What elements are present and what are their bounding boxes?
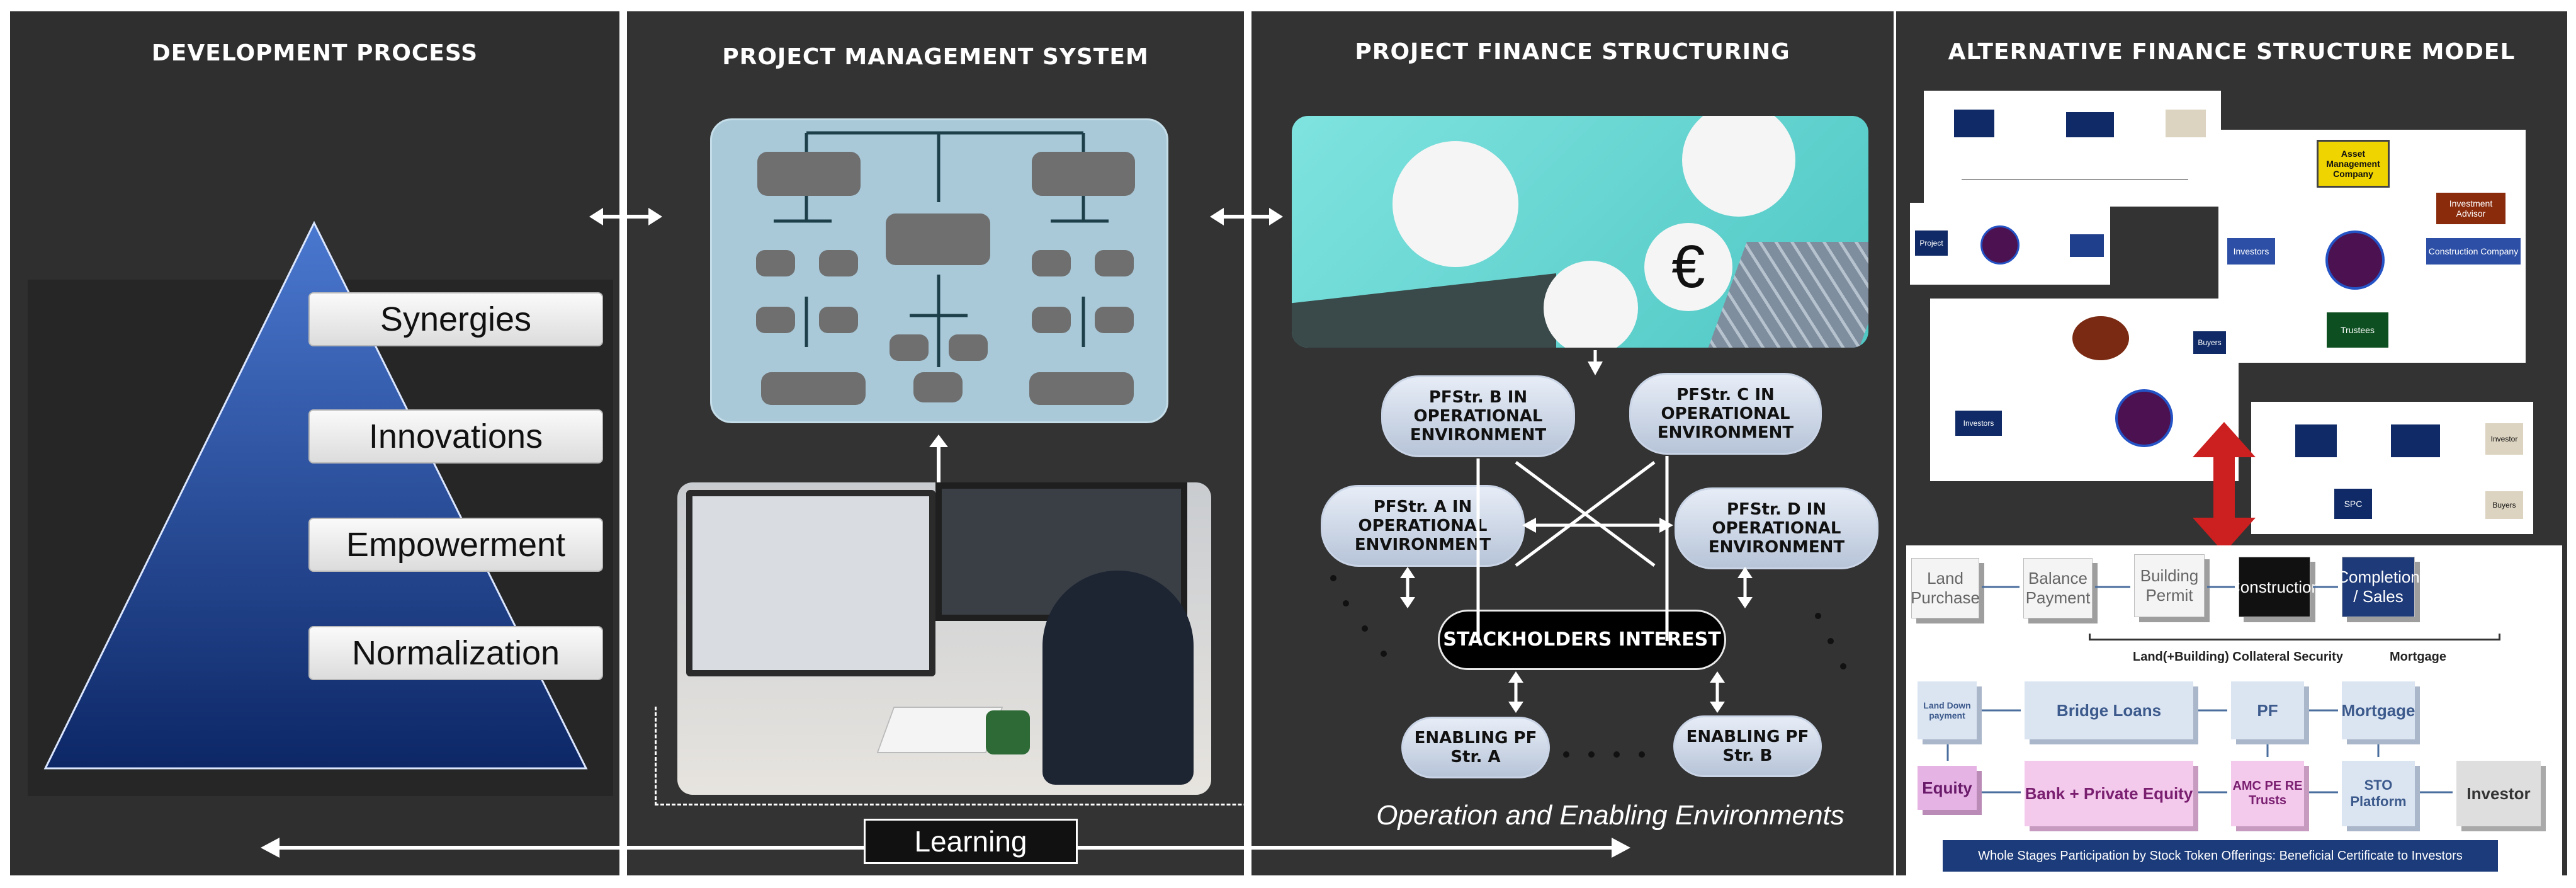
card3-circle <box>2325 231 2385 290</box>
building-circle <box>1682 116 1795 217</box>
mortgage-top-label: Mortgage <box>2390 650 2446 664</box>
org-node-l2 <box>819 250 858 276</box>
org-node-l3 <box>756 307 795 333</box>
crane-circle <box>1544 261 1638 348</box>
org-node-r3 <box>1032 307 1071 333</box>
red-double-arrow <box>2193 422 2256 553</box>
flow-construction: Construction <box>2229 557 2320 617</box>
pyramid-label-synergies: Synergies <box>308 292 603 346</box>
trustees-node: Trustees <box>2327 312 2388 348</box>
pfs-oval-b: PFStr. B IN OPERATIONAL ENVIRONMENT <box>1381 375 1575 457</box>
box-bridge-loans: Bridge Loans <box>2025 681 2193 739</box>
org-node-top-left <box>757 152 861 196</box>
flow-diagram: Land Purchase Balance Payment Building P… <box>1906 545 2562 875</box>
flow-bracket-line <box>2089 634 2500 640</box>
org-node-top-right <box>1032 152 1135 196</box>
card2-project: Project <box>1915 231 1948 256</box>
coffee-mug <box>986 710 1030 754</box>
euro-circle: € <box>1644 223 1732 311</box>
org-node-bottom-right <box>1029 372 1134 405</box>
card4-brown-oval <box>2072 316 2129 360</box>
card5-node-left <box>2295 424 2337 457</box>
enabling-pf-b: ENABLING PF Str. B <box>1673 715 1822 777</box>
card1-node-investor <box>2166 110 2206 137</box>
card5-spc: SPC <box>2334 489 2372 519</box>
org-node-r1 <box>1032 250 1071 276</box>
org-node-bottom-center <box>913 372 963 402</box>
box-pf: PF <box>2231 681 2304 739</box>
card1-node-b <box>2066 112 2114 137</box>
pfs-title: PROJECT FINANCE STRUCTURING <box>1355 39 1790 65</box>
card4-investors: Investors <box>1955 411 2002 436</box>
pms-panel: PROJECT MANAGEMENT SYSTEM <box>627 11 1842 875</box>
card1-line <box>1962 179 2188 180</box>
learning-label: Learning <box>864 819 1078 864</box>
pfs-connectors <box>1330 350 1846 758</box>
pfs-oval-a: PFStr. A IN OPERATIONAL ENVIRONMENT <box>1321 485 1525 567</box>
card5-node-mid <box>2391 424 2440 457</box>
box-investor: Investor <box>2456 761 2541 826</box>
monitor-left <box>686 490 935 676</box>
development-panel: DEVELOPMENT PROCESS Synergies Innovation… <box>10 11 619 875</box>
org-node-l4 <box>819 307 858 333</box>
card5-investor: Investor <box>2485 423 2523 455</box>
org-node-r4 <box>1095 307 1134 333</box>
buyers-node: Buyers <box>2193 331 2226 354</box>
org-node-center <box>886 213 990 265</box>
pyramid-label-empowerment: Empowerment <box>308 518 603 572</box>
construction-company: Construction Company <box>2426 238 2521 265</box>
card2-node-right <box>2070 234 2104 257</box>
box-land-down-payment: Land Down payment <box>1918 681 1977 739</box>
flow-completion-sales: Completion / Sales <box>2337 557 2420 617</box>
card2-circle <box>1980 225 2020 265</box>
box-mortgage: Mortgage <box>2342 681 2415 739</box>
card1-node-a <box>1954 110 1994 137</box>
enabling-pf-a: ENABLING PF Str. A <box>1401 717 1550 778</box>
model-card-1 <box>1924 91 2221 207</box>
asset-management-company: Asset Management Company <box>2317 140 2390 188</box>
operation-label: Operation and Enabling Environments <box>1376 800 1844 831</box>
model-card-2: Project <box>1910 203 2110 285</box>
afs-title: ALTERNATIVE FINANCE STRUCTURE MODEL <box>1948 39 2516 65</box>
afs-panel: ALTERNATIVE FINANCE STRUCTURE MODEL Proj… <box>1896 11 2567 875</box>
construction-image: € <box>1292 116 1868 348</box>
box-equity: Equity <box>1918 766 1977 810</box>
flow-building-permit: Building Permit <box>2134 554 2205 617</box>
pfs-oval-d: PFStr. D IN OPERATIONAL ENVIRONMENT <box>1675 487 1878 569</box>
people-circle <box>1393 141 1518 267</box>
card4-purple-circle <box>2115 389 2173 447</box>
card5-buyers: Buyers <box>2485 491 2523 519</box>
pfs-panel: PROJECT FINANCE STRUCTURING € PFStr. B I… <box>1251 11 1894 875</box>
bottom-bar: Whole Stages Participation by Stock Toke… <box>1943 840 2498 872</box>
org-node-m1 <box>890 334 929 361</box>
flow-balance-payment: Balance Payment <box>2023 558 2093 618</box>
investment-advisor: Investment Advisor <box>2436 193 2505 224</box>
model-card-3: Asset Management Company Investment Advi… <box>2218 130 2526 363</box>
flow-arrows <box>1946 586 2453 794</box>
investors-node: Investors <box>2227 238 2275 265</box>
developer-photo <box>677 482 1211 795</box>
org-chart <box>710 118 1168 423</box>
org-node-bottom-left <box>761 372 866 405</box>
collateral-label: Land(+Building) Collateral Security <box>2133 650 2343 664</box>
model-card-4: Buyers Investors <box>1930 299 2239 481</box>
org-node-r2 <box>1095 250 1134 276</box>
pyramid-label-innovations: Innovations <box>308 409 603 464</box>
org-node-l1 <box>756 250 795 276</box>
pyramid-label-normalization: Normalization <box>308 626 603 680</box>
org-node-m2 <box>949 334 988 361</box>
box-sto-platform: STO Platform <box>2342 761 2415 826</box>
box-amc-pe-re-trusts: AMC PE RE Trusts <box>2231 761 2304 826</box>
model-card-5: Investor SPC Buyers <box>2251 402 2533 534</box>
box-bank-private-equity: Bank + Private Equity <box>2025 761 2193 826</box>
pfs-oval-c: PFStr. C IN OPERATIONAL ENVIRONMENT <box>1629 373 1822 455</box>
pms-title: PROJECT MANAGEMENT SYSTEM <box>722 44 1149 70</box>
person <box>1042 571 1194 785</box>
flow-land-purchase: Land Purchase <box>1911 558 1980 618</box>
org-chart-connectors <box>774 131 1109 367</box>
development-title: DEVELOPMENT PROCESS <box>151 40 478 66</box>
stakeholders-interest: STACKHOLDERS INTEREST <box>1438 610 1726 670</box>
